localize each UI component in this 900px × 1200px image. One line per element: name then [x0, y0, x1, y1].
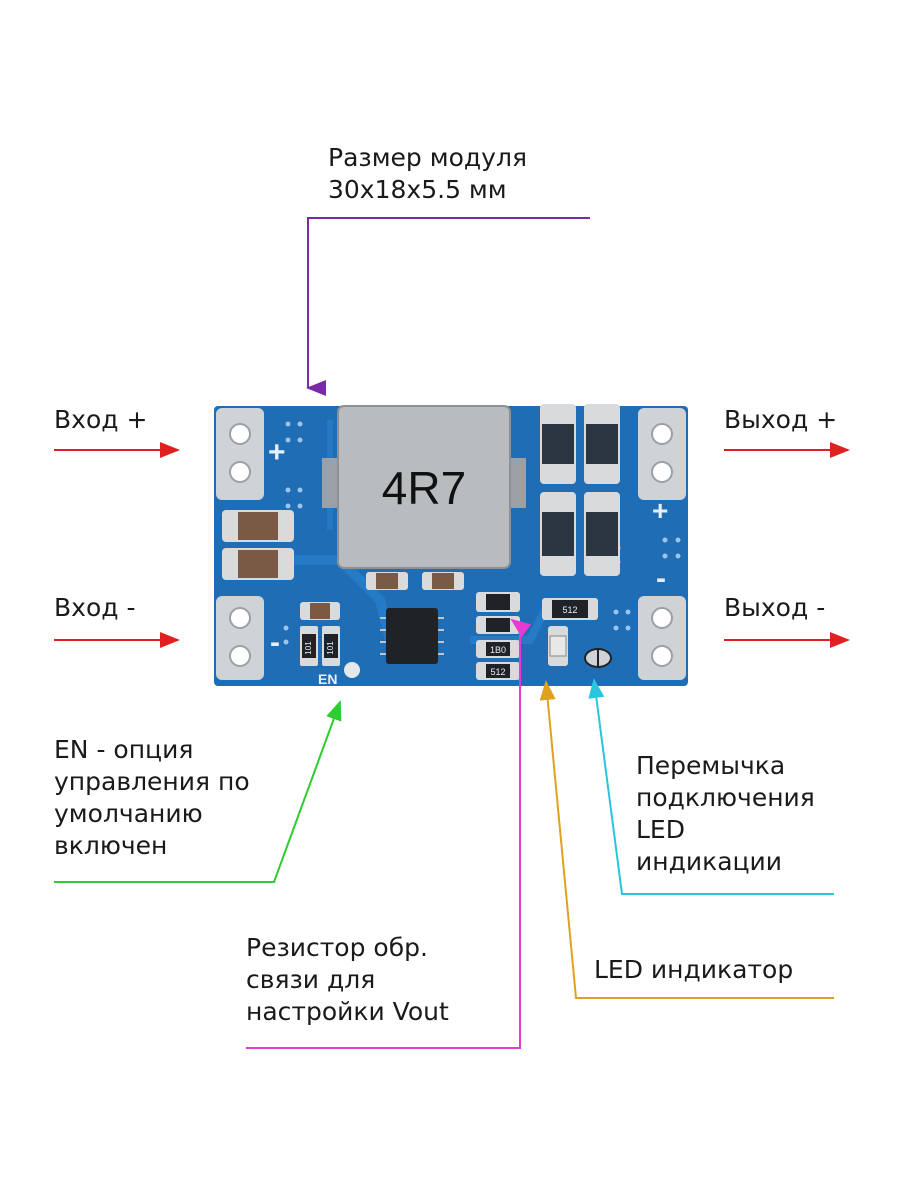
output-plus-pads [638, 408, 686, 500]
feedback-resistors: 1B0 512 [476, 592, 520, 680]
led-leader-line [539, 680, 834, 999]
jumper-leader-line [588, 678, 834, 895]
led-label: LED индикатор [594, 955, 794, 984]
resistor-code-1: 512 [562, 605, 577, 615]
jumper-label: Перемычка подключения LED индикации [636, 751, 815, 876]
en-resistors: 101 101 [300, 626, 340, 666]
output-minus-pads [638, 596, 686, 680]
output-minus-label: Выход - [724, 593, 826, 622]
inductor-marking: 4R7 [382, 462, 466, 514]
small-capacitors [300, 572, 464, 620]
resistor-code-5: 101 [326, 641, 335, 655]
led-section: 512 [542, 598, 612, 668]
minus-left-marking: - [270, 626, 280, 659]
enable-label: EN - опция управления по умолчанию включ… [54, 735, 250, 860]
plus-left-marking: + [268, 436, 286, 469]
resistor-code-2: 512 [490, 667, 505, 677]
inductor: 4R7 [322, 405, 526, 569]
minus-right-marking: - [656, 562, 666, 595]
input-plus-pads [216, 408, 264, 500]
input-plus-label: Вход + [54, 405, 148, 434]
resistor-code-3: 1B0 [490, 645, 506, 655]
controller-ic [380, 608, 444, 664]
pcb-board: + - + - 4R7 [214, 404, 688, 687]
input-capacitors [222, 510, 294, 580]
enable-leader-line [54, 700, 342, 883]
en-marking: EN [318, 671, 337, 687]
en-pad [344, 662, 360, 678]
input-minus-label: Вход - [54, 593, 136, 622]
output-plus-label: Выход + [724, 405, 838, 434]
feedback-resistor-label: Резистор обр. связи для настройки Vout [246, 933, 449, 1026]
size-leader-line [306, 217, 590, 396]
input-minus-pads [216, 596, 264, 680]
module-size-label: Размер модуля 30x18x5.5 мм [328, 143, 527, 204]
plus-right-marking: + [652, 495, 668, 526]
feedback-leader-line [246, 618, 532, 1049]
output-capacitors [540, 404, 620, 576]
resistor-code-4: 101 [304, 641, 313, 655]
